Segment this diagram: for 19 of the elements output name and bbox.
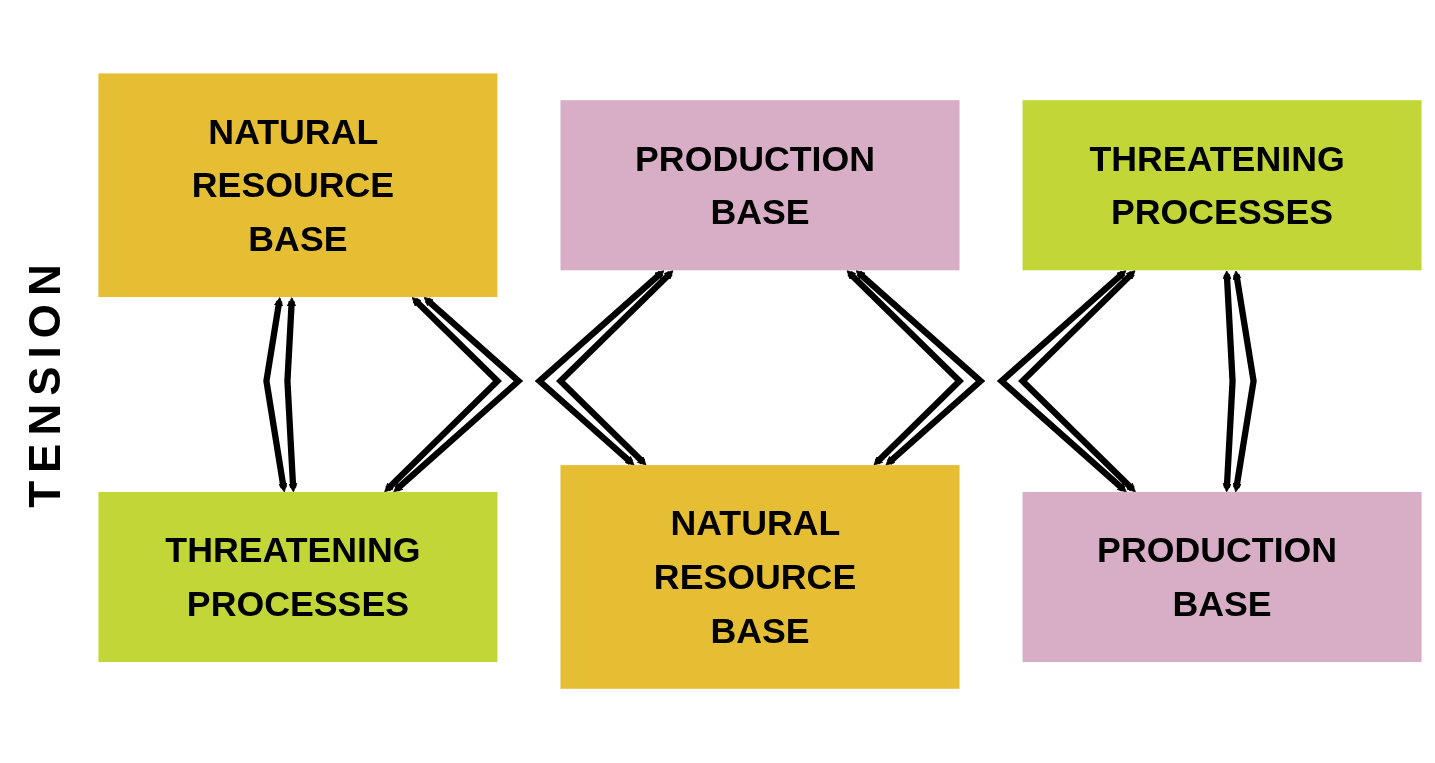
arrow bbox=[393, 297, 524, 493]
node-box: PRODUCTION BASE bbox=[560, 100, 960, 271]
arrow bbox=[1232, 270, 1257, 493]
arrow bbox=[534, 270, 665, 466]
arrow bbox=[846, 270, 965, 466]
node-box: PRODUCTION BASE bbox=[1022, 492, 1422, 663]
node-box: NATURAL RESOURCE BASE bbox=[98, 73, 498, 298]
arrow bbox=[263, 297, 288, 493]
arrow bbox=[855, 270, 986, 466]
axis-label: TENSION bbox=[20, 255, 70, 508]
arrow bbox=[1222, 270, 1236, 493]
arrow bbox=[284, 297, 298, 493]
node-box: THREATENING PROCESSES bbox=[98, 492, 498, 663]
node-box: NATURAL RESOURCE BASE bbox=[560, 465, 960, 690]
arrow bbox=[996, 270, 1127, 493]
arrow bbox=[384, 297, 502, 493]
arrow bbox=[1018, 270, 1136, 493]
arrow bbox=[555, 270, 674, 466]
node-box: THREATENING PROCESSES bbox=[1022, 100, 1422, 271]
